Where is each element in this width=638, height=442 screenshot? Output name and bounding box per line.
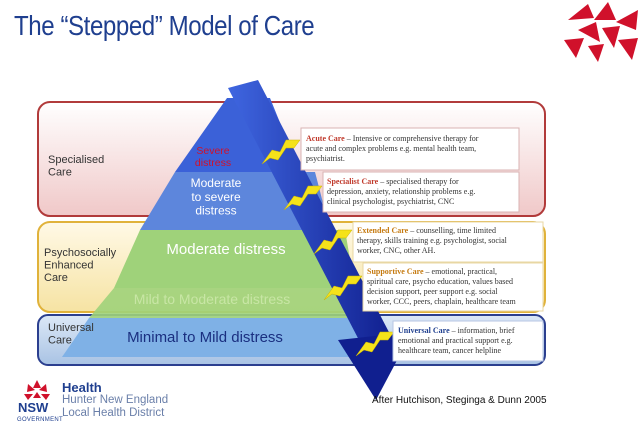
district-line-2: Local Health District [62,407,165,419]
supportive-care-text: Supportive Care – emotional, practical,s… [367,267,517,306]
moderate-distress-label: Moderate distress [166,241,285,258]
waratah-logo [564,2,638,62]
pyramid-mild-tier [89,288,365,318]
specialist-care-box [322,171,520,213]
page-title: The “Stepped” Model of Care [14,10,315,41]
health-district-text: Health Hunter New England Local Health D… [62,381,168,420]
pyramid-moderate-tier [114,230,355,288]
lightning-arrow [355,331,395,357]
petal-shape [578,22,600,42]
health-label: Health [62,380,102,395]
lightning-arrow [283,185,323,211]
mild-moderate-distress-label: Mild to Moderate distress [134,291,290,307]
petal-shape [564,38,584,58]
supportive-care-box [362,262,544,312]
extended-care-text: Extended Care – counselling, time limite… [357,226,508,255]
government-label: GOVERNMENT [17,417,64,423]
lightning-arrow [313,229,353,255]
pyramid-bottom-tier [62,318,380,357]
petal-shape [618,38,638,60]
citation: After Hutchison, Steginga & Dunn 2005 [372,395,547,406]
district-line-1: Hunter New England [62,394,169,406]
nsw-wordmark: NSW [18,400,49,415]
acute-care-box [300,127,520,171]
petal-shape [594,2,616,20]
petal-shape [602,26,620,48]
lightning-arrow [261,139,301,165]
minimal-mild-distress-label: Minimal to Mild distress [127,329,283,346]
petal-shape [616,10,638,30]
petal-shape [588,44,604,62]
acute-care-text: Acute Care – Intensive or comprehensive … [306,134,479,163]
specialist-care-text: Specialist Care – specialised therapy fo… [327,177,475,206]
lightning-arrow [323,275,363,301]
petal-shape [568,4,594,20]
nsw-waratah-icon: NSW [18,380,50,415]
extended-care-box [352,221,544,263]
universal-care-box [392,320,544,362]
